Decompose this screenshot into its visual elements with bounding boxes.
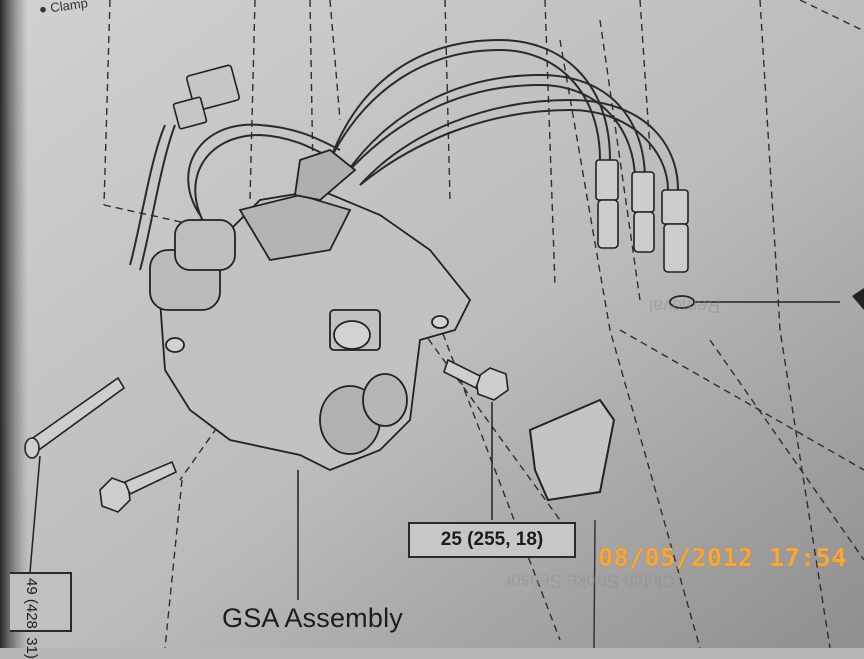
stamp-date: 08/05/2012: [598, 543, 754, 572]
spine-shadow: [0, 0, 28, 648]
stamp-time: 17:54: [769, 543, 847, 572]
connector-plug: [172, 64, 241, 130]
torque-spec-text: 25 (255, 18): [440, 529, 544, 550]
svg-text:Removal: Removal: [649, 296, 720, 316]
corner-callout-box: [10, 572, 72, 632]
cover-plate: [528, 398, 616, 502]
torque-spec-box: 25 (255, 18): [408, 522, 576, 558]
o-ring: [669, 288, 864, 310]
sensor-plugs: [595, 159, 689, 273]
gsa-assembly-label: GSA Assembly: [222, 603, 403, 633]
corner-torque-spec: 49 (428, 31): [23, 578, 40, 659]
svg-text:Clutch Stroke Sensor: Clutch Stroke Sensor: [505, 571, 675, 591]
bolts: [24, 358, 509, 513]
wiring-harness: [129, 38, 679, 271]
callout-leaders: [29, 402, 493, 600]
gsa-assembly-body: [149, 148, 472, 471]
photo-date-stamp: 08/05/2012 17:54: [598, 543, 847, 572]
dashed-leader-lines: [103, 0, 864, 648]
bleed-through: Clutch Stroke Sensor Removal: [505, 296, 720, 591]
